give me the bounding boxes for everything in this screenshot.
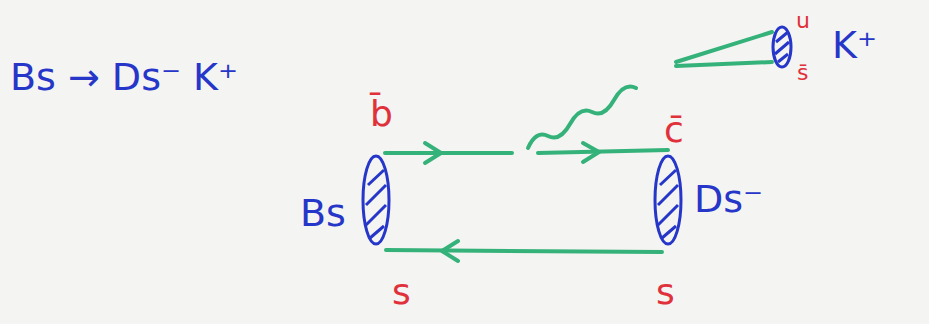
quark-line — [386, 250, 662, 252]
meson-label: Ds⁻ — [694, 180, 763, 218]
arrow-head — [583, 143, 599, 162]
quark-line — [676, 62, 772, 66]
arrow-head — [442, 241, 458, 261]
meson-label: K⁺ — [832, 26, 877, 64]
arrow-head — [425, 143, 441, 163]
meson-blob — [655, 156, 681, 244]
quark-label: b̄ — [370, 96, 393, 132]
blob-hatching — [658, 170, 678, 238]
quark-label: u — [796, 10, 810, 32]
quark-label: s — [656, 274, 675, 310]
quark-label: s̄ — [797, 62, 808, 84]
meson-label: Bs — [300, 194, 346, 232]
quark-label: s — [392, 274, 411, 310]
meson-blob — [363, 156, 389, 244]
reaction-title: Bs → Ds⁻ K⁺ — [10, 58, 238, 96]
quark-line — [676, 32, 772, 62]
quark-line — [385, 151, 512, 155]
blob-hatching — [775, 32, 789, 62]
blob-hatching — [366, 170, 386, 238]
quark-line — [538, 150, 668, 153]
quark-label: c̄ — [664, 112, 684, 148]
w-boson — [528, 87, 636, 149]
meson-blob — [773, 27, 791, 67]
